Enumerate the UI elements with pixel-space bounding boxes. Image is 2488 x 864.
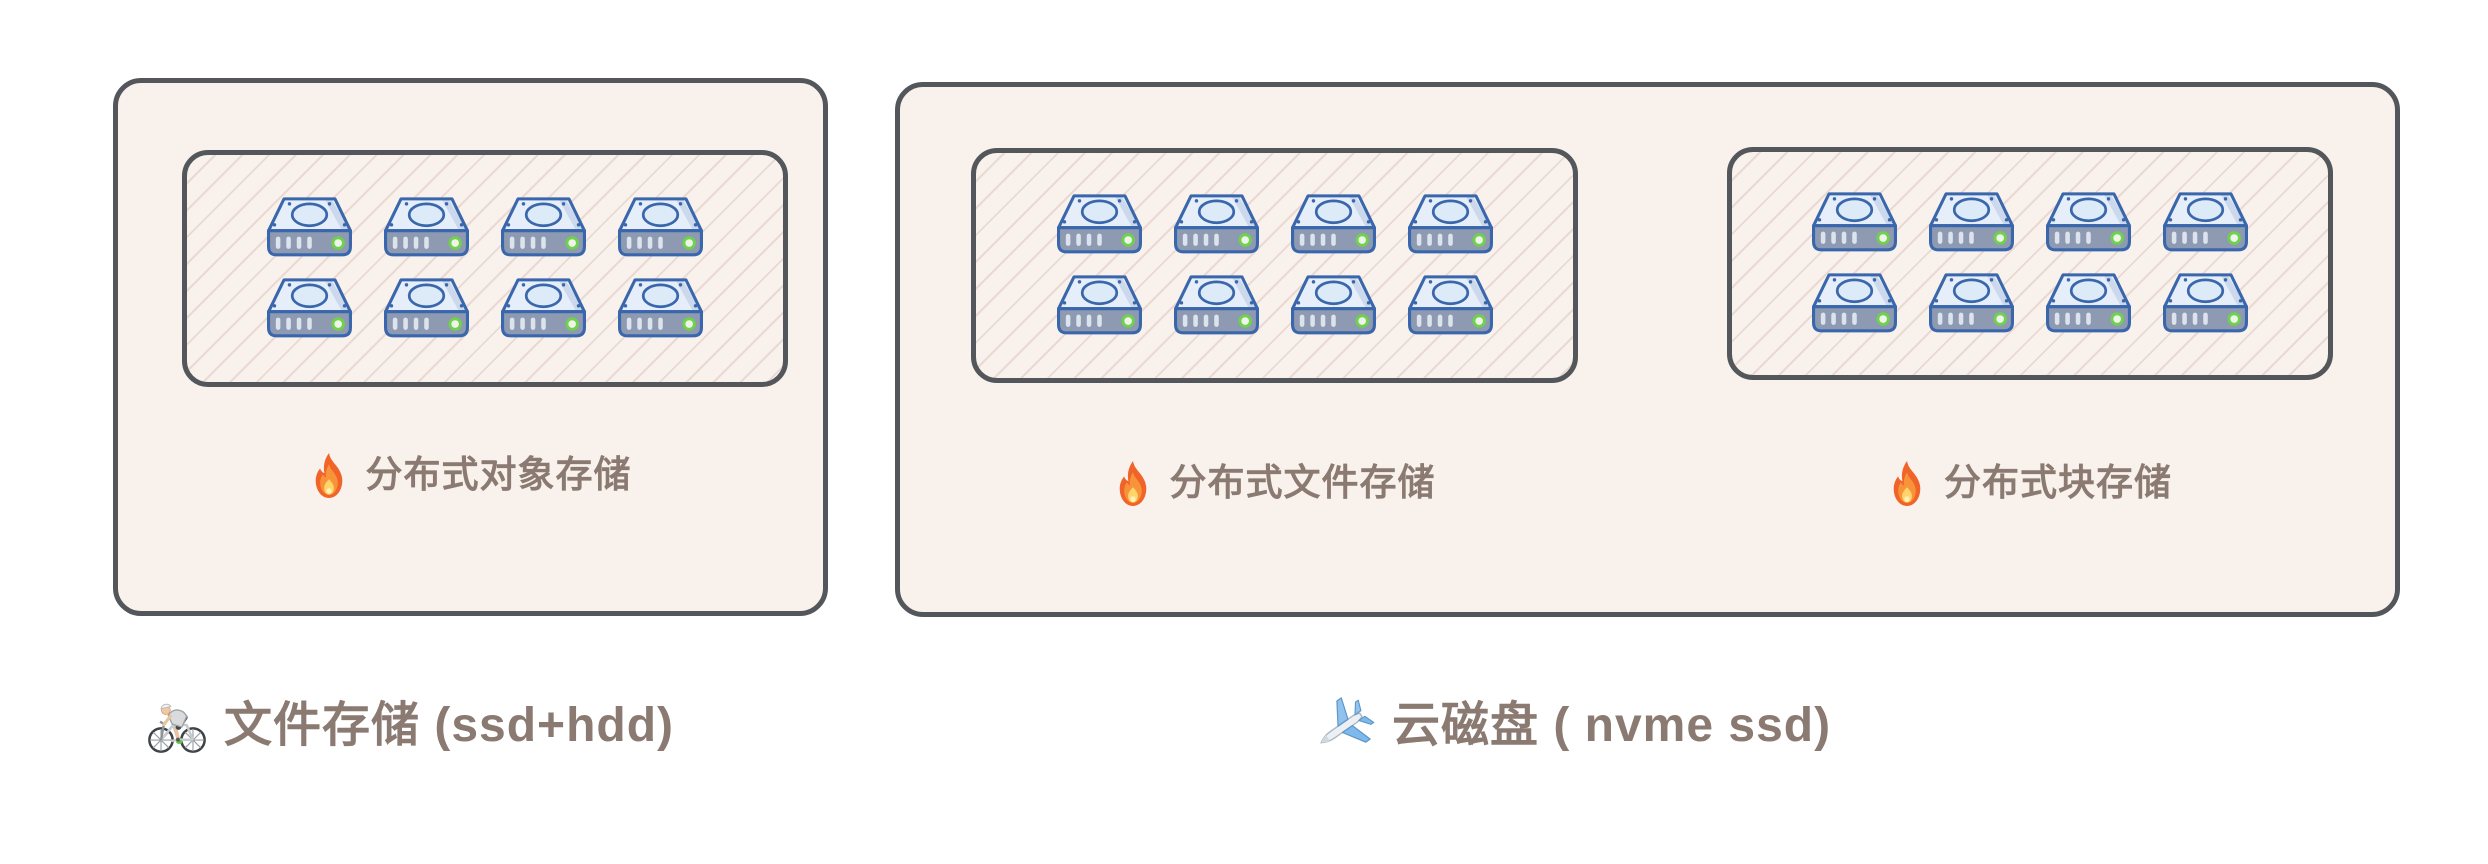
file-storage-group-box: 分布式对象存储 — [113, 78, 828, 616]
caption-text: 文件存储 (ssd+hdd) — [224, 699, 675, 752]
cyclist-icon — [146, 695, 208, 757]
cluster-label-text: 分布式对象存储 — [365, 454, 632, 495]
cluster-label-text: 分布式块存储 — [1944, 462, 2172, 503]
distributed-file-storage-cluster-box — [971, 148, 1578, 383]
hard-drive-icon — [264, 277, 355, 341]
hard-drive-icon — [381, 277, 472, 341]
hard-drive-icon — [1288, 193, 1379, 257]
hard-drive-icon — [615, 196, 706, 260]
caption-text: 云磁盘 ( nvme ssd) — [1392, 699, 1832, 752]
fire-icon — [1888, 460, 1926, 507]
hard-drive-icon — [381, 196, 472, 260]
hard-drive-icon — [2043, 272, 2134, 336]
hard-drive-icon — [1405, 193, 1496, 257]
distributed-file-storage-label: 分布式文件存储 — [971, 459, 1578, 507]
hard-drive-icon — [615, 277, 706, 341]
distributed-block-storage-label: 分布式块存储 — [1727, 459, 2333, 507]
hard-drive-icon — [264, 196, 355, 260]
hard-drive-icon — [1809, 191, 1900, 255]
airplane-icon — [1314, 695, 1376, 757]
disk-row — [264, 196, 706, 260]
object-storage-label: 分布式对象存储 — [118, 451, 823, 499]
object-storage-cluster-box — [182, 150, 788, 387]
hard-drive-icon — [1809, 272, 1900, 336]
fire-icon — [1114, 460, 1152, 507]
hard-drive-icon — [2043, 191, 2134, 255]
hard-drive-icon — [1926, 191, 2017, 255]
cloud-disk-group-box: 分布式文件存储 分布式块存储 — [895, 82, 2400, 617]
disk-row — [1054, 274, 1496, 338]
hard-drive-icon — [1288, 274, 1379, 338]
hard-drive-icon — [498, 277, 589, 341]
disk-row — [264, 277, 706, 341]
disk-row — [1809, 191, 2251, 255]
hard-drive-icon — [1171, 193, 1262, 257]
hard-drive-icon — [2160, 191, 2251, 255]
disk-row — [1054, 193, 1496, 257]
hard-drive-icon — [1054, 193, 1145, 257]
file-storage-caption: 文件存储 (ssd+hdd) — [146, 695, 674, 757]
disk-row — [1809, 272, 2251, 336]
hard-drive-icon — [2160, 272, 2251, 336]
cloud-disk-caption: 云磁盘 ( nvme ssd) — [1314, 695, 1831, 757]
hard-drive-icon — [498, 196, 589, 260]
distributed-block-storage-cluster-box — [1727, 147, 2333, 380]
hard-drive-icon — [1405, 274, 1496, 338]
hard-drive-icon — [1171, 274, 1262, 338]
fire-icon — [310, 452, 348, 499]
cluster-label-text: 分布式文件存储 — [1169, 462, 1436, 503]
hard-drive-icon — [1926, 272, 2017, 336]
hard-drive-icon — [1054, 274, 1145, 338]
